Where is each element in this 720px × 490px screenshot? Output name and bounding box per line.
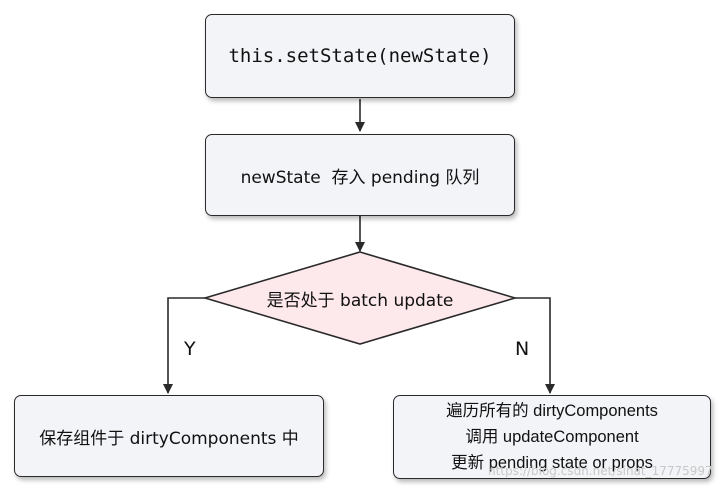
traverse-line-3: 更新 pending state or props [451, 454, 653, 472]
traverse-line-2: 调用 updateComponent [465, 428, 639, 446]
save-dirty-box: 保存组件于 dirtyComponents 中 [14, 395, 324, 477]
arrow-decision-no [515, 297, 555, 394]
decision-diamond [202, 251, 518, 345]
pending-queue-box: newState 存入 pending 队列 [205, 134, 515, 216]
traverse-line-1: 遍历所有的 dirtyComponents [446, 402, 658, 420]
no-label: N [515, 338, 530, 360]
arrow-decision-yes [163, 297, 205, 394]
watermark: https://blog.csdn.net/sinat_17775997 [488, 464, 713, 478]
decision-label: 是否处于 batch update [266, 290, 454, 311]
pending-queue-label: newState 存入 pending 队列 [240, 167, 480, 188]
set-state-box: this.setState(newState) [205, 14, 515, 98]
set-state-label: this.setState(newState) [228, 45, 492, 67]
traverse-box: 遍历所有的 dirtyComponents 调用 updateComponent… [393, 395, 711, 479]
save-dirty-label: 保存组件于 dirtyComponents 中 [39, 428, 299, 449]
yes-label: Y [184, 338, 196, 360]
